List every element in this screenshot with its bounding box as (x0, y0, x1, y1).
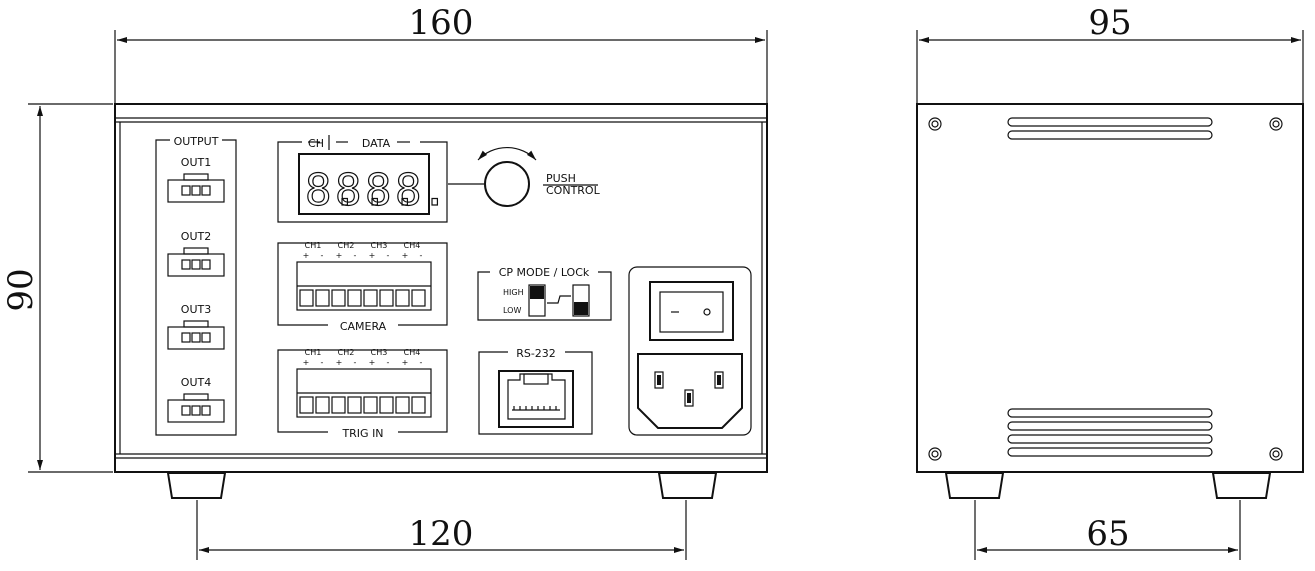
output-label-1: OUT1 (181, 156, 211, 169)
output-label-3: OUT3 (181, 303, 211, 316)
camera-pol-5: + (369, 251, 376, 260)
trig-pol-4: - (354, 358, 357, 367)
mode-switch-group: CP MODE / LOCk HIGH LOW (477, 266, 612, 321)
knob-control-label: CONTROL (546, 184, 601, 197)
rs232-group: RS-232 (478, 347, 593, 435)
trig-ch3-label: CH3 (371, 348, 388, 357)
side-vents-top (1007, 117, 1213, 140)
camera-ch3-label: CH3 (371, 241, 388, 250)
display-digit-4: 8. (395, 165, 448, 216)
knob-push-label: PUSH (546, 172, 576, 185)
side-screw-bottom-right (1269, 447, 1283, 461)
trig-in-terminal-block[interactable] (296, 368, 432, 418)
camera-pol-7: + (402, 251, 409, 260)
dimension-front-height-label: 90 (1, 268, 41, 311)
front-view: OUTPUT OUT1 OUT2 OUT3 (114, 103, 768, 499)
camera-ch2-label: CH2 (338, 241, 355, 250)
trig-pol-5: + (369, 358, 376, 367)
trig-pol-8: - (420, 358, 423, 367)
rs232-port[interactable] (498, 370, 574, 428)
side-enclosure (916, 103, 1304, 473)
output-title: OUTPUT (174, 135, 219, 148)
mode-high-label: HIGH (503, 288, 524, 297)
side-vents-bottom (1007, 408, 1213, 457)
camera-pol-8: - (420, 251, 423, 260)
knob-icon[interactable] (484, 161, 530, 207)
display-group: CH DATA 8. 8. 8. 8. (277, 135, 449, 223)
rotate-arrow-icon (477, 147, 537, 161)
dimension-front-feet-label: 120 (409, 514, 474, 554)
front-enclosure (114, 103, 768, 473)
control-knob[interactable]: PUSH CONTROL (448, 147, 601, 207)
camera-pol-1: + (303, 251, 310, 260)
dimension-front-feet: 120 (196, 500, 687, 560)
output-group: OUTPUT OUT1 OUT2 OUT3 (155, 135, 237, 436)
camera-pol-2: - (321, 251, 324, 260)
trig-pol-7: + (402, 358, 409, 367)
dimension-front-width-label: 160 (409, 3, 474, 43)
seven-segment-display (298, 153, 430, 215)
display-digit-1: 8. (305, 165, 358, 216)
dimension-side-feet-label: 65 (1086, 514, 1129, 554)
camera-pol-3: + (336, 251, 343, 260)
side-right-foot (1211, 472, 1272, 499)
side-left-foot (944, 472, 1005, 499)
side-screw-bottom-left (928, 447, 942, 461)
side-view (916, 103, 1304, 499)
output-connector-1[interactable] (167, 173, 225, 203)
side-screw-top-right (1269, 117, 1283, 131)
display-digit-3: 8. (365, 165, 418, 216)
camera-ch4-label: CH4 (404, 241, 421, 250)
trig-pol-2: - (321, 358, 324, 367)
trig-pol-6: - (387, 358, 390, 367)
power-module (628, 266, 752, 436)
trig-pol-1: + (303, 358, 310, 367)
mode-dip-switch-right[interactable] (572, 284, 590, 317)
dimension-side-width-label: 95 (1088, 3, 1131, 43)
dimension-front-height: 90 (1, 103, 113, 473)
trig-ch1-label: CH1 (305, 348, 322, 357)
trig-in-terminal-group: TRIG IN CH1 CH2 CH3 CH4 + - + - + - + - (277, 348, 448, 440)
front-right-foot (657, 472, 718, 499)
output-connector-2[interactable] (167, 247, 225, 277)
camera-terminal-group: CAMERA CH1 CH2 CH3 CH4 + - + - + - + - (277, 241, 448, 333)
camera-ch1-label: CH1 (305, 241, 322, 250)
camera-pol-6: - (387, 251, 390, 260)
camera-title: CAMERA (340, 320, 387, 333)
mode-switch-title: CP MODE / LOCk (499, 266, 590, 279)
trig-pol-3: + (336, 358, 343, 367)
rs232-title: RS-232 (516, 347, 556, 360)
power-rocker-switch[interactable] (649, 281, 734, 341)
trig-ch4-label: CH4 (404, 348, 421, 357)
mode-dip-switch-left[interactable] (528, 284, 546, 317)
output-connector-3[interactable] (167, 320, 225, 350)
trig-ch2-label: CH2 (338, 348, 355, 357)
display-ch-label: CH (308, 137, 324, 150)
output-label-2: OUT2 (181, 230, 211, 243)
display-data-label: DATA (362, 137, 391, 150)
ac-power-inlet[interactable] (637, 353, 743, 429)
dimension-side-width: 95 (916, 3, 1304, 104)
output-label-4: OUT4 (181, 376, 211, 389)
side-screw-top-left (928, 117, 942, 131)
display-digit-2: 8. (335, 165, 388, 216)
output-connector-4[interactable] (167, 393, 225, 423)
dimension-side-feet: 65 (974, 500, 1241, 560)
mode-low-label: LOW (503, 306, 521, 315)
camera-pol-4: - (354, 251, 357, 260)
dimension-front-width: 160 (114, 3, 768, 104)
front-left-foot (166, 472, 227, 499)
camera-terminal-block[interactable] (296, 261, 432, 311)
trig-in-title: TRIG IN (341, 427, 383, 440)
